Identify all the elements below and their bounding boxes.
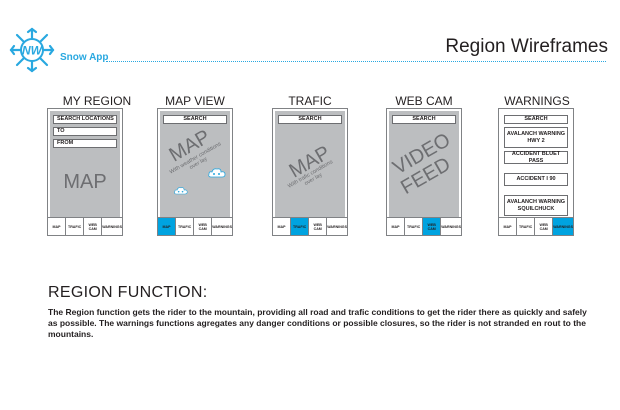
logo-letters: NW bbox=[22, 44, 44, 58]
warnings-list: SEARCH AVALANCH WARNING HWY 2 ACCIDENT B… bbox=[501, 111, 571, 217]
screen-title-trafic: TRAFIC bbox=[288, 94, 332, 108]
map-area: SEARCH LOCATIONS TO FROM MAP bbox=[50, 111, 120, 217]
phone-web-cam: SEARCH VIDEO FEED MAP TRAFIC WEB CAM WAR… bbox=[386, 108, 462, 236]
phone-my-region: SEARCH LOCATIONS TO FROM MAP MAP TRAFIC … bbox=[47, 108, 123, 236]
tab-trafic[interactable]: TRAFIC bbox=[175, 218, 193, 235]
bottom-nav: MAP TRAFIC WEB CAM WARNINGS bbox=[48, 217, 122, 235]
bottom-nav: MAP TRAFIC WEB CAM WARNINGS bbox=[273, 217, 347, 235]
phone-map-view: SEARCH MAP With weather conditions over … bbox=[157, 108, 233, 236]
search-field[interactable]: SEARCH bbox=[163, 115, 227, 124]
search-locations-field[interactable]: SEARCH LOCATIONS bbox=[53, 115, 117, 124]
tab-map[interactable]: MAP bbox=[277, 224, 286, 229]
to-field[interactable]: TO bbox=[53, 127, 117, 136]
tab-warnings[interactable]: WARNINGS bbox=[326, 218, 347, 235]
warning-item[interactable]: ACCIDENT I 90 bbox=[504, 173, 568, 186]
search-field[interactable]: SEARCH bbox=[504, 115, 568, 124]
tab-trafic[interactable]: TRAFIC bbox=[404, 218, 422, 235]
bottom-nav: MAP TRAFIC WEB CAM WARNINGS bbox=[387, 217, 461, 235]
bottom-nav: MAP TRAFIC WEB CAM WARNINGS bbox=[499, 217, 573, 235]
tab-trafic[interactable]: TRAFIC bbox=[65, 218, 83, 235]
tab-web-cam[interactable]: WEB CAM bbox=[534, 218, 552, 235]
map-area: SEARCH MAP With weather conditions over … bbox=[160, 111, 230, 217]
app-name: Snow App bbox=[60, 52, 109, 63]
warning-item[interactable]: AVALANCH WARNING HWY 2 bbox=[504, 127, 568, 148]
header-divider bbox=[106, 61, 606, 62]
screen-title-warnings: WARNINGS bbox=[504, 94, 570, 108]
tab-web-cam[interactable]: WEB CAM bbox=[308, 218, 326, 235]
tab-trafic[interactable]: TRAFIC bbox=[516, 218, 534, 235]
tab-warnings[interactable]: WARNINGS bbox=[552, 218, 573, 235]
tab-web-cam[interactable]: WEB CAM bbox=[83, 218, 101, 235]
tab-web-cam[interactable]: WEB CAM bbox=[422, 218, 441, 235]
map-placeholder: MAP bbox=[63, 171, 107, 193]
tab-warnings[interactable]: WARNINGS bbox=[211, 218, 232, 235]
tab-warnings[interactable]: WARNINGS bbox=[101, 218, 122, 235]
screen-title-map-view: MAP VIEW bbox=[165, 94, 225, 108]
region-function-title: REGION FUNCTION: bbox=[48, 284, 208, 301]
screen-title-web-cam: WEB CAM bbox=[395, 94, 453, 108]
weather-cloud-icon bbox=[208, 168, 226, 178]
search-field[interactable]: SEARCH bbox=[278, 115, 342, 124]
tab-web-cam[interactable]: WEB CAM bbox=[193, 218, 211, 235]
video-area: SEARCH VIDEO FEED bbox=[389, 111, 459, 217]
search-field[interactable]: SEARCH bbox=[392, 115, 456, 124]
tab-warnings[interactable]: WARNINGS bbox=[440, 218, 461, 235]
screen-title-my-region: MY REGION bbox=[62, 94, 132, 108]
warning-item[interactable]: ACCIDENT BLUET PASS bbox=[504, 151, 568, 164]
tab-map[interactable]: MAP bbox=[52, 224, 61, 229]
map-area: SEARCH MAP With trafic conditions over l… bbox=[275, 111, 345, 217]
bottom-nav: MAP TRAFIC WEB CAM WARNINGS bbox=[158, 217, 232, 235]
tab-map[interactable]: MAP bbox=[391, 224, 400, 229]
phone-trafic: SEARCH MAP With trafic conditions over l… bbox=[272, 108, 348, 236]
warning-item[interactable]: AVALANCH WARNING SQUILCHUCK bbox=[504, 195, 568, 216]
from-field[interactable]: FROM bbox=[53, 139, 117, 148]
tab-map[interactable]: MAP bbox=[503, 224, 512, 229]
region-function-description: The Region function gets the rider to th… bbox=[48, 307, 587, 339]
page-title: Region Wireframes bbox=[445, 36, 608, 57]
phone-warnings: SEARCH AVALANCH WARNING HWY 2 ACCIDENT B… bbox=[498, 108, 574, 236]
tab-map[interactable]: MAP bbox=[158, 218, 176, 235]
snow-app-logo: NW bbox=[9, 27, 55, 73]
weather-cloud-icon bbox=[174, 187, 188, 195]
tab-trafic[interactable]: TRAFIC bbox=[290, 218, 309, 235]
